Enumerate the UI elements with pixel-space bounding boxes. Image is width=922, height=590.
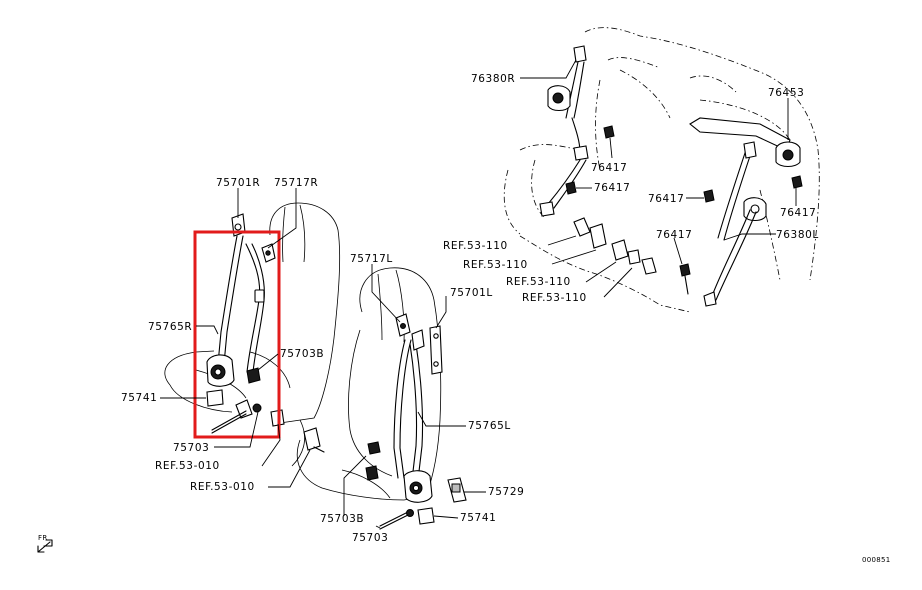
label-75729: 75729 xyxy=(488,486,524,498)
label-75703-right: 75703 xyxy=(173,442,209,454)
label-ref-53-110-d: REF.53-110 xyxy=(522,292,587,304)
label-75765R: 75765R xyxy=(148,321,192,333)
label-75703B-right: 75703B xyxy=(280,348,324,360)
label-76417-d: 76417 xyxy=(780,207,816,219)
label-76417-b: 76417 xyxy=(594,182,630,194)
label-ref-53-110-c: REF.53-110 xyxy=(506,276,571,288)
highlight-box xyxy=(193,230,281,439)
label-ref-53-010-b: REF.53-010 xyxy=(190,481,255,493)
label-75741-right: 75741 xyxy=(121,392,157,404)
part-labels: 75701R 75717R 75765R 75703B 75741 75703 … xyxy=(121,73,819,544)
label-75717R: 75717R xyxy=(274,177,318,189)
direction-arrow-icon xyxy=(37,539,53,553)
label-76380L: 76380L xyxy=(776,229,819,241)
front-direction-indicator: FR xyxy=(37,534,53,553)
label-75703B-left: 75703B xyxy=(320,513,364,525)
rear-seat-belt-assemblies xyxy=(539,45,803,307)
label-76417-e: 76417 xyxy=(656,229,692,241)
front-left-seat-belt-assembly xyxy=(365,313,467,530)
label-76380R: 76380R xyxy=(471,73,515,85)
label-76417-c: 76417 xyxy=(648,193,684,205)
fr-label: FR xyxy=(38,534,48,542)
label-ref-53-010-a: REF.53-010 xyxy=(155,460,220,472)
label-76417-a: 76417 xyxy=(591,162,627,174)
label-76453: 76453 xyxy=(768,87,804,99)
label-ref-53-110-b: REF.53-110 xyxy=(463,259,528,271)
label-75701L: 75701L xyxy=(450,287,493,299)
diagram-id: 000851 xyxy=(862,556,891,564)
label-75717L: 75717L xyxy=(350,253,393,265)
ref-53-010-buckle xyxy=(303,427,325,453)
front-right-seat-outline xyxy=(164,202,341,467)
label-75703-left: 75703 xyxy=(352,532,388,544)
label-ref-53-110-a: REF.53-110 xyxy=(443,240,508,252)
label-75765L: 75765L xyxy=(468,420,511,432)
rear-seat-outline xyxy=(503,27,820,313)
front-right-seat-belt-assembly xyxy=(206,213,285,434)
label-75741-left: 75741 xyxy=(460,512,496,524)
label-75701R: 75701R xyxy=(216,177,260,189)
leader-lines xyxy=(160,59,797,529)
